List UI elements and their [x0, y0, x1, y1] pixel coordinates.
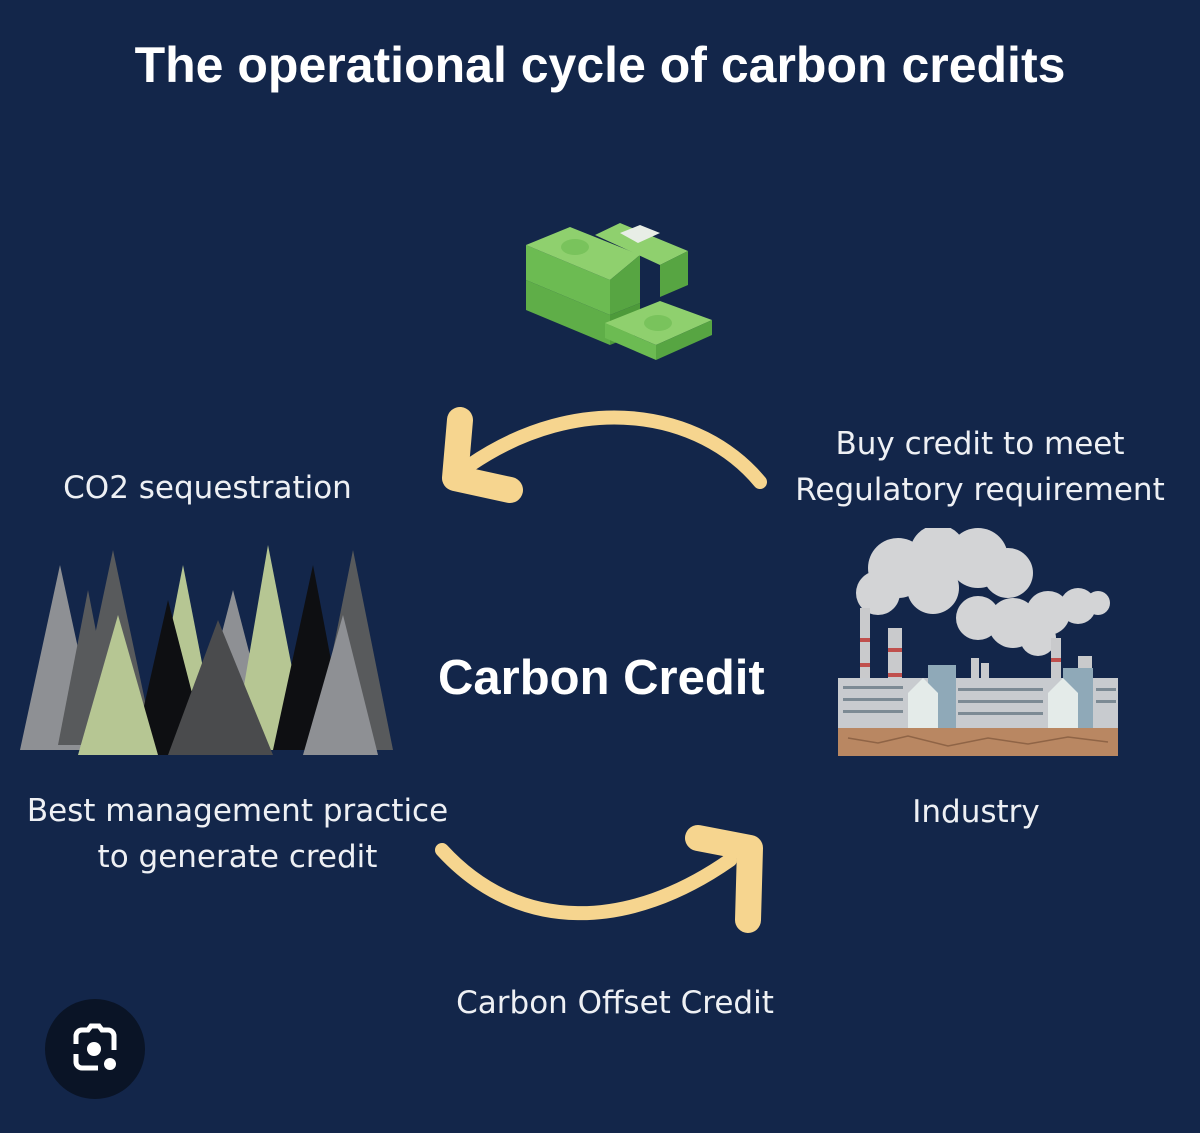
forest-caption: Best management practice to generate cre… [20, 788, 455, 880]
co2-sequestration-label: CO2 sequestration [63, 470, 352, 506]
arrow-top-icon [430, 390, 770, 510]
google-lens-button[interactable] [45, 999, 145, 1099]
industry-label-line2: Regulatory requirement [795, 472, 1165, 508]
carbon-offset-credit-label: Carbon Offset Credit [456, 985, 774, 1021]
industry-top-label: Buy credit to meet Regulatory requiremen… [780, 421, 1180, 513]
industry-label-line1: Buy credit to meet [835, 426, 1125, 462]
carbon-credit-center-label: Carbon Credit [438, 651, 765, 705]
industry-caption: Industry [912, 794, 1040, 830]
forest-caption-line1: Best management practice [26, 793, 449, 829]
forest-caption-line2: to generate credit [97, 839, 378, 875]
diagram-title: The operational cycle of carbon credits [134, 37, 1066, 93]
factory-icon [838, 525, 1118, 758]
google-lens-icon [73, 1023, 117, 1071]
arrow-bottom-icon [430, 820, 770, 940]
forest-icon [18, 545, 398, 760]
money-stack-icon [520, 205, 720, 365]
